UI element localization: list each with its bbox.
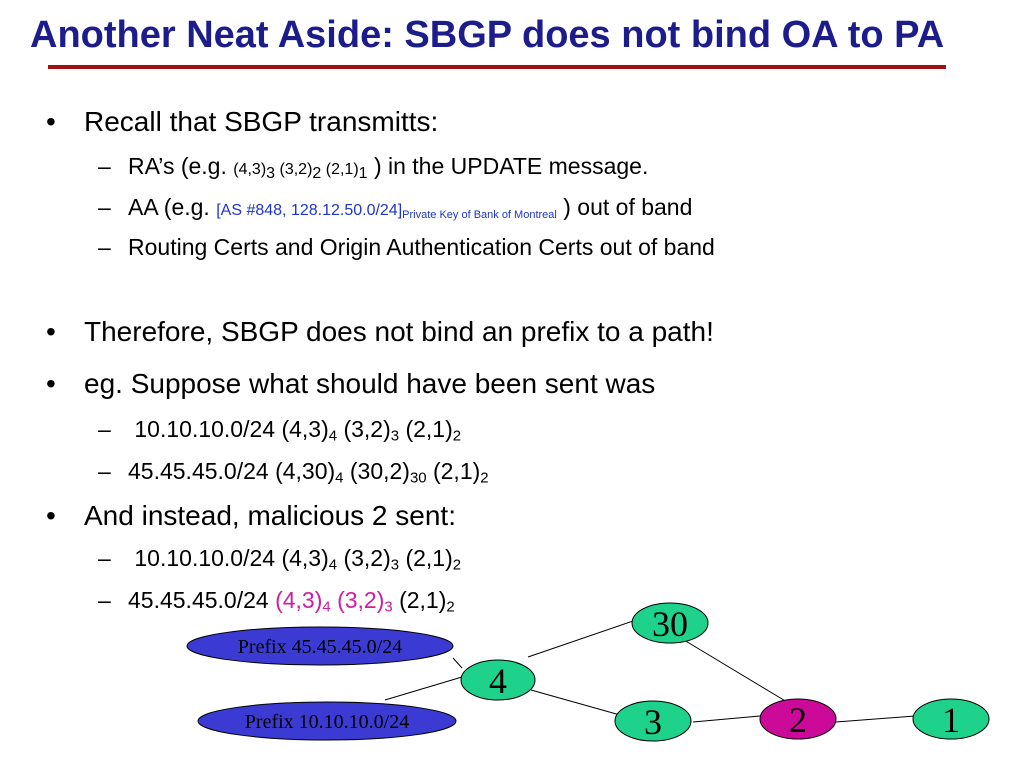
dash-symbol: –	[98, 416, 111, 442]
dash-symbol: –	[98, 458, 111, 484]
dash-symbol: –	[98, 153, 111, 179]
title-underline	[48, 65, 946, 69]
route-sub: 4	[328, 427, 338, 445]
bullet-suppose: eg. Suppose what should have been sent w…	[84, 368, 656, 399]
route-sub: 2	[452, 427, 462, 445]
as-node-1-label: 1	[942, 700, 960, 740]
dash-symbol: –	[98, 194, 111, 220]
as-node-2-label: 2	[789, 700, 807, 740]
subbullet-ras: RA’s (e.g. (4,3)3 (3,2)2 (2,1)1 ) in the…	[128, 153, 649, 182]
subbullet-certs: Routing Certs and Origin Authentication …	[128, 234, 715, 260]
route-expected-2: 45.45.45.0/24 (4,30)4 (30,2)30 (2,1)2	[128, 458, 489, 487]
dash-symbol: –	[98, 234, 111, 260]
edge-prefix45-4	[452, 657, 463, 669]
slide-title: Another Neat Aside: SBGP does not bind O…	[30, 14, 945, 56]
as-node-2-malicious	[759, 698, 837, 740]
edge-30-2	[683, 639, 793, 706]
route-forged-hop: (4,3)	[275, 587, 323, 613]
route-text: (3,2)	[337, 416, 391, 442]
route-sub: 30	[409, 469, 427, 487]
bullet-symbol: •	[46, 106, 56, 137]
ras-path-2: (3,2)	[275, 161, 313, 178]
as-node-30	[631, 602, 709, 644]
route-forged-sub: 4	[322, 598, 331, 616]
route-text: (2,1)	[392, 587, 447, 613]
ras-sub-1: 3	[266, 165, 276, 182]
as-node-1	[912, 698, 990, 740]
route-text: 10.10.10.0/24 (4,3)	[128, 416, 329, 442]
as-node-3	[614, 700, 692, 742]
edge-4-3	[530, 689, 621, 716]
bullet-instead: And instead, malicious 2 sent:	[84, 500, 456, 531]
aa-attestation: [AS #848, 128.12.50.0/24]	[216, 202, 403, 219]
edge-2-1	[835, 715, 916, 723]
ras-sub-3: 1	[358, 165, 368, 182]
as-node-30-label: 30	[652, 604, 688, 644]
dash-symbol: –	[98, 545, 111, 571]
route-text: (2,1)	[399, 545, 453, 571]
as-node-3-label: 3	[644, 702, 662, 742]
route-sub: 2	[452, 556, 462, 574]
route-sub: 4	[335, 469, 344, 487]
route-forged-sub: 3	[384, 598, 393, 616]
route-text: (2,1)	[426, 458, 481, 484]
route-sub: 2	[446, 598, 455, 616]
as-node-4-label: 4	[489, 661, 507, 701]
edge-prefix10-4	[384, 676, 463, 701]
bullet-symbol: •	[46, 500, 56, 531]
route-sub: 4	[328, 556, 338, 574]
route-text: (2,1)	[399, 416, 453, 442]
route-text: 45.45.45.0/24	[128, 587, 276, 613]
ras-path-1: (4,3)	[233, 161, 267, 178]
bullet-symbol: •	[46, 368, 56, 399]
dash-symbol: –	[98, 587, 111, 613]
ras-path-3: (2,1)	[321, 161, 359, 178]
route-sub: 3	[390, 556, 400, 574]
aa-suffix-text: ) out of band	[556, 194, 693, 220]
aa-prefix-text: AA (e.g.	[128, 194, 217, 220]
ras-sub-2: 2	[312, 165, 322, 182]
bullet-therefore: Therefore, SBGP does not bind an prefix …	[84, 316, 714, 347]
prefix-10-label: Prefix 10.10.10.0/24	[245, 711, 409, 733]
route-text: (30,2)	[343, 458, 410, 484]
as-node-4	[460, 659, 536, 701]
route-malicious-2: 45.45.45.0/24 (4,3)4 (3,2)3 (2,1)2	[128, 587, 455, 616]
prefix-10-node	[197, 701, 457, 741]
route-sub: 2	[480, 469, 489, 487]
route-forged-hop: (3,2)	[330, 587, 385, 613]
bullet-symbol: •	[46, 316, 56, 347]
route-expected-1: 10.10.10.0/24 (4,3)4 (3,2)3 (2,1)2	[128, 416, 462, 445]
ras-prefix-text: RA’s (e.g.	[128, 153, 234, 179]
ras-suffix-text: ) in the UPDATE message.	[367, 153, 649, 179]
bullet-recall: Recall that SBGP transmitts:	[84, 106, 439, 137]
route-text: 45.45.45.0/24 (4,30)	[128, 458, 336, 484]
route-text: (3,2)	[337, 545, 391, 571]
route-malicious-1: 10.10.10.0/24 (4,3)4 (3,2)3 (2,1)2	[128, 545, 462, 574]
edge-4-30	[527, 619, 637, 658]
route-sub: 3	[390, 427, 400, 445]
prefix-45-node	[186, 626, 454, 666]
route-text: 10.10.10.0/24 (4,3)	[128, 545, 329, 571]
edge-3-2	[692, 715, 761, 723]
aa-private-key: Private Key of Bank of Montreal	[402, 208, 557, 221]
prefix-45-label: Prefix 45.45.45.0/24	[238, 636, 402, 658]
subbullet-aa: AA (e.g. [AS #848, 128.12.50.0/24]Privat…	[128, 194, 692, 221]
